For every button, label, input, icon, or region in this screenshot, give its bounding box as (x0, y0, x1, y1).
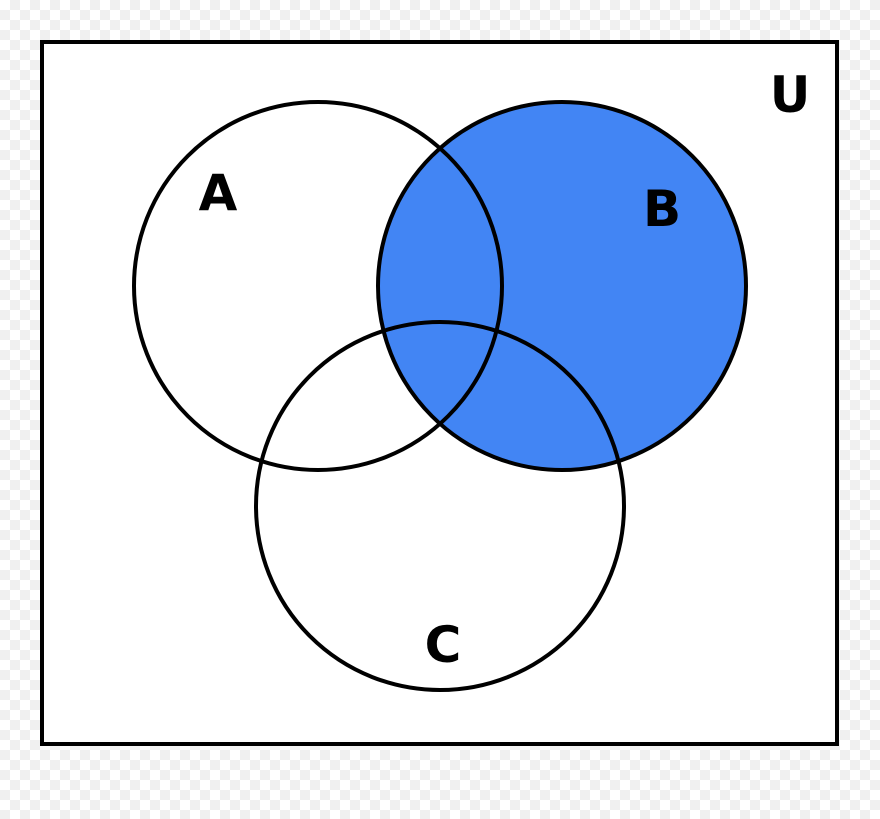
universe-label: U (770, 66, 811, 124)
set-c-label: C (425, 616, 462, 674)
set-b-fill (378, 102, 746, 470)
set-a-circle (132, 100, 504, 472)
set-c-circle (254, 320, 626, 692)
set-b-circle (376, 100, 748, 472)
set-b-label: B (643, 180, 681, 238)
set-a-label: A (199, 164, 238, 222)
